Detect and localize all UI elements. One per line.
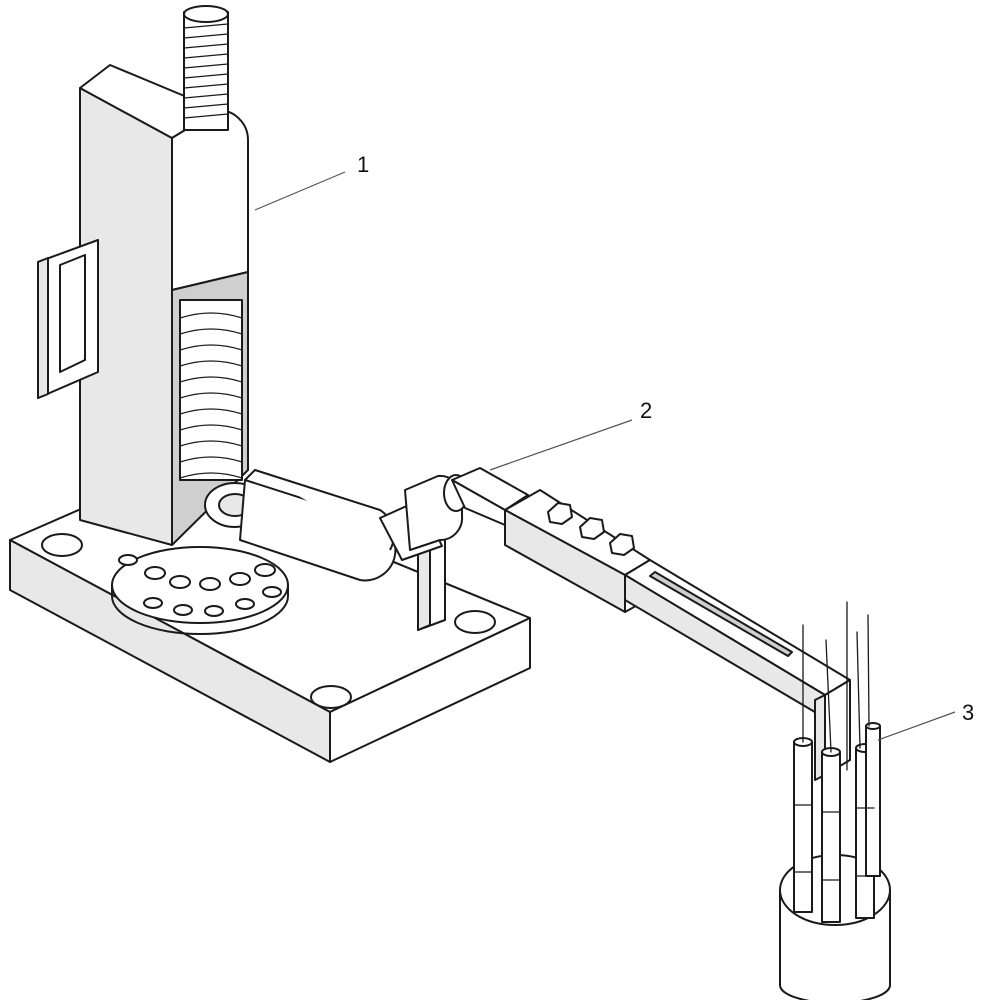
callout-label: 1 [357, 152, 369, 177]
base-hole [310, 685, 352, 709]
indexing-disk [111, 546, 289, 635]
extension-rail [624, 559, 851, 781]
base-hole [41, 533, 83, 557]
swing-arm [204, 469, 397, 582]
callout-1: 1 [254, 152, 369, 211]
clamp-bolt [547, 502, 635, 556]
lead-screw [183, 5, 229, 131]
callout-label: 2 [640, 398, 652, 423]
callout-3: 3 [877, 700, 974, 741]
callout-2: 2 [489, 398, 652, 471]
compression-spring [179, 299, 243, 481]
electrode-rods [793, 722, 881, 923]
callout-label: 3 [962, 700, 974, 725]
base-hole [454, 610, 496, 634]
probe-wires [802, 601, 870, 771]
